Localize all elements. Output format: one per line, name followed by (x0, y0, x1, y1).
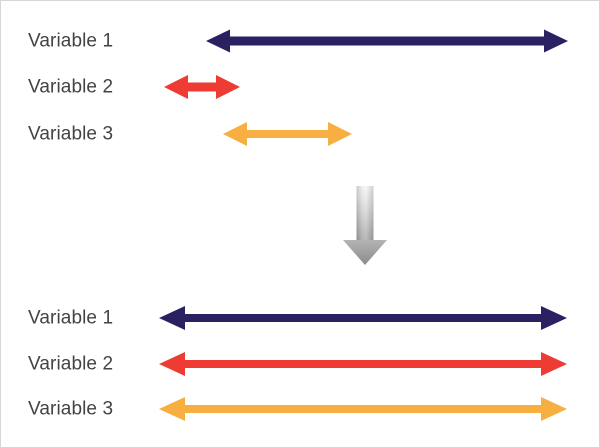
arrow-shape-navy-top (206, 29, 568, 53)
bottom-arrow-variable-3 (159, 397, 567, 421)
arrow-shape-orange-top (223, 122, 352, 146)
top-arrow-variable-1 (206, 29, 568, 53)
arrow-shape-orange-bottom (159, 397, 567, 421)
arrow-shape-red-top (164, 75, 240, 99)
top-arrow-variable-2 (164, 75, 240, 99)
top-label-variable-1: Variable 1 (28, 30, 114, 52)
top-label-variable-3: Variable 3 (28, 123, 114, 145)
bottom-label-variable-2: Variable 2 (28, 353, 114, 375)
bottom-arrow-variable-1 (159, 306, 567, 330)
bottom-arrow-variable-2 (159, 352, 567, 376)
arrow-shape-navy-bottom (159, 306, 567, 330)
bottom-label-variable-3: Variable 3 (28, 398, 114, 420)
arrow-head (343, 240, 387, 265)
bottom-label-variable-1: Variable 1 (28, 307, 114, 329)
top-label-variable-2: Variable 2 (28, 76, 114, 98)
arrow-shape-red-bottom (159, 352, 567, 376)
downward-gradient-arrow (343, 186, 387, 265)
arrow-shaft-highlight (356, 186, 374, 242)
top-arrow-variable-3 (223, 122, 352, 146)
